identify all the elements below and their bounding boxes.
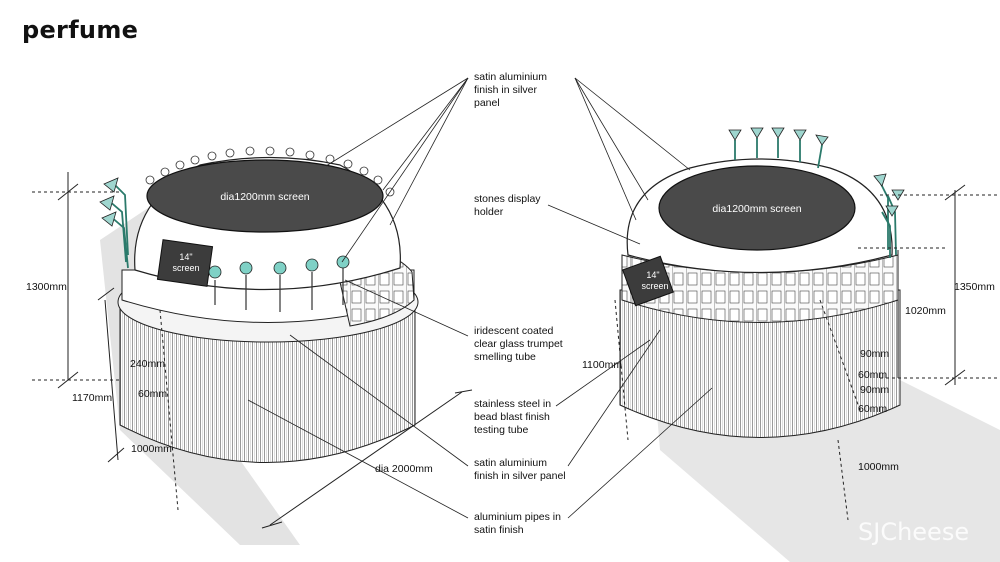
right-small-screen-label: screen (641, 281, 668, 291)
dim-left-1300: 1300mm (26, 281, 67, 293)
callout-testing-tube: stainless steel in (474, 398, 551, 410)
callout-stones-holder: stones display (474, 193, 541, 205)
dim-right-1350: 1350mm (954, 281, 995, 293)
right-top-tubes (734, 138, 897, 258)
left-trumpet-bells (99, 177, 119, 227)
leader-lines (247, 77, 713, 519)
callout-testing-tube: testing tube (474, 424, 528, 436)
left-cylinder-body (119, 299, 416, 463)
dimension-labels: 1300mm 1170mm 240mm 60mm 1000mm dia 2000… (26, 281, 995, 475)
right-small-screen (622, 255, 674, 307)
right-small-screen-label: 14" (646, 270, 659, 280)
callout-trumpet-tube: smelling tube (474, 351, 536, 363)
watermark: SJCheese (858, 518, 969, 546)
dimension-lines (32, 172, 1000, 529)
callout-pipes: satin finish (474, 524, 524, 536)
callout-stones-holder: holder (474, 206, 504, 218)
right-cylinder-body (619, 289, 901, 438)
dim-right-90b: 90mm (860, 384, 889, 396)
left-testing-tubes (214, 268, 344, 312)
dim-right-1100: 1100mm (582, 359, 622, 371)
callout-satin-panel-bottom: satin aluminium (474, 457, 547, 469)
left-screen-label: dia1200mm screen (220, 191, 309, 203)
left-small-screen-label: 14" (179, 252, 192, 262)
callouts: satin aluminium finish in silver panel s… (474, 71, 566, 536)
left-tube-balls (208, 255, 350, 279)
page-title: perfume (22, 16, 139, 44)
dim-right-60b: 60mm (858, 403, 887, 415)
dim-left-240: 240mm (130, 358, 165, 370)
dim-left-60: 60mm (138, 388, 167, 400)
dim-right-60a: 60mm (858, 369, 887, 381)
callout-pipes: aluminium pipes in (474, 511, 561, 523)
left-small-screen (156, 239, 214, 287)
left-unit: dia1200mm screen 14" screen (99, 146, 419, 463)
right-screen-label: dia1200mm screen (712, 203, 801, 215)
right-main-screen (658, 165, 856, 251)
dim-right-1000: 1000mm (858, 461, 899, 473)
callout-satin-panel-top: panel (474, 97, 500, 109)
callout-trumpet-tube: clear glass trumpet (474, 338, 563, 350)
dim-right-90a: 90mm (860, 348, 889, 360)
dim-left-1170: 1170mm (72, 392, 112, 404)
left-small-screen-label: screen (172, 263, 199, 273)
left-top-studs (145, 146, 395, 197)
callout-trumpet-tube: iridescent coated (474, 325, 554, 337)
callout-satin-panel-bottom: finish in silver panel (474, 470, 566, 482)
callout-satin-panel-top: satin aluminium (474, 71, 547, 83)
callout-satin-panel-top: finish in silver (474, 84, 538, 96)
left-trumpet-tubes (107, 181, 129, 269)
dim-left-diameter: dia 2000mm (375, 463, 433, 475)
left-main-screen (146, 159, 384, 233)
dim-left-1000: 1000mm (131, 443, 172, 455)
dim-right-1020: 1020mm (905, 305, 946, 317)
right-unit: dia1200mm screen 14" screen (619, 127, 905, 438)
callout-testing-tube: bead blast finish (474, 411, 550, 423)
